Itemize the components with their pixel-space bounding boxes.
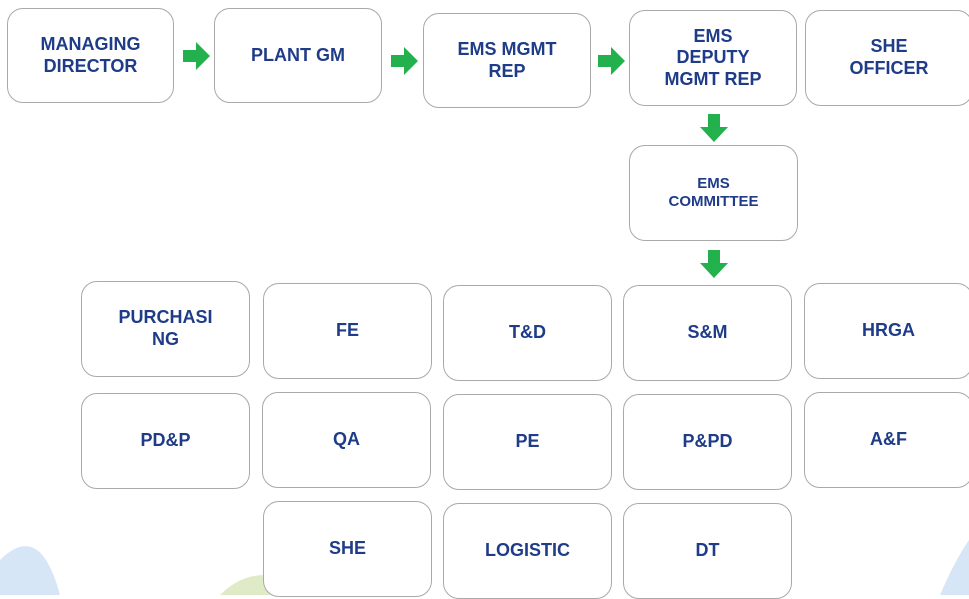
node-plant-gm: PLANT GM (214, 8, 382, 103)
node-pd-and-p: PD&P (81, 393, 250, 489)
node-t-and-d: T&D (443, 285, 612, 381)
node-logistic: LOGISTIC (443, 503, 612, 599)
arrow-right-icon (598, 47, 625, 75)
node-s-and-m: S&M (623, 285, 792, 381)
node-she-officer: SHE OFFICER (805, 10, 969, 106)
node-ems-deputy-mgmt-rep: EMS DEPUTY MGMT REP (629, 10, 797, 106)
node-pe: PE (443, 394, 612, 490)
node-fe: FE (263, 283, 432, 379)
node-purchasing: PURCHASI NG (81, 281, 250, 377)
node-managing-director: MANAGING DIRECTOR (7, 8, 174, 103)
arrow-right-icon (183, 42, 210, 70)
node-she: SHE (263, 501, 432, 597)
node-dt: DT (623, 503, 792, 599)
node-qa: QA (262, 392, 431, 488)
arrow-down-icon (700, 250, 728, 278)
node-ems-mgmt-rep: EMS MGMT REP (423, 13, 591, 108)
node-hrga: HRGA (804, 283, 969, 379)
arrow-down-icon (700, 114, 728, 142)
arrow-right-icon (391, 47, 418, 75)
node-p-and-pd: P&PD (623, 394, 792, 490)
node-a-and-f: A&F (804, 392, 969, 488)
node-ems-committee: EMS COMMITTEE (629, 145, 798, 241)
